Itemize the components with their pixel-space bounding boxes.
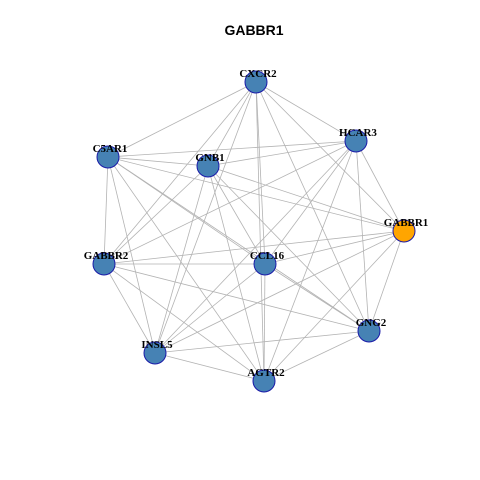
edge-cxcr2-c5ar1 bbox=[107, 81, 257, 158]
edge-hcar3-gabbr1 bbox=[355, 140, 405, 232]
edge-cxcr2-ccl16 bbox=[255, 81, 266, 265]
node-hcar3[interactable] bbox=[344, 129, 368, 153]
edge-hcar3-agtr2 bbox=[263, 140, 357, 382]
edge-gnb1-insl5 bbox=[154, 165, 209, 354]
edge-cxcr2-gng2 bbox=[255, 81, 370, 332]
node-label-gng2: GNG2 bbox=[356, 317, 387, 329]
node-layer bbox=[92, 70, 416, 393]
edge-cxcr2-hcar3 bbox=[255, 81, 357, 142]
edge-cxcr2-agtr2 bbox=[255, 81, 265, 382]
edge-gnb1-gabbr1 bbox=[207, 165, 405, 232]
edge-hcar3-gng2 bbox=[355, 140, 370, 332]
node-gnb1[interactable] bbox=[196, 154, 220, 178]
node-label-cxcr2: CXCR2 bbox=[239, 68, 277, 80]
edge-ccl16-gng2 bbox=[264, 263, 370, 332]
edge-ccl16-agtr2 bbox=[263, 263, 266, 382]
edge-c5ar1-gng2 bbox=[107, 156, 370, 332]
edge-gnb1-gng2 bbox=[207, 165, 370, 332]
chart-title: GABBR1 bbox=[224, 22, 283, 38]
edge-layer bbox=[103, 81, 405, 382]
node-gng2[interactable] bbox=[357, 319, 381, 343]
edge-c5ar1-insl5 bbox=[107, 156, 156, 354]
node-insl5[interactable] bbox=[143, 341, 167, 365]
node-label-gnb1: GNB1 bbox=[195, 152, 224, 164]
edge-gnb1-gabbr2 bbox=[103, 165, 209, 265]
node-gabbr1[interactable] bbox=[392, 219, 416, 243]
edge-gabbr1-gabbr2 bbox=[103, 230, 405, 265]
node-agtr2[interactable] bbox=[252, 369, 276, 393]
edge-hcar3-gnb1 bbox=[207, 140, 357, 167]
edge-hcar3-ccl16 bbox=[264, 140, 357, 265]
edge-cxcr2-gabbr2 bbox=[103, 81, 257, 265]
edge-hcar3-c5ar1 bbox=[107, 140, 357, 158]
node-label-gabbr1: GABBR1 bbox=[384, 217, 429, 229]
edge-cxcr2-gnb1 bbox=[207, 81, 257, 167]
edge-gabbr1-agtr2 bbox=[263, 230, 405, 382]
edge-gabbr2-insl5 bbox=[103, 263, 156, 354]
edge-cxcr2-gabbr1 bbox=[255, 81, 405, 232]
node-label-agtr2: AGTR2 bbox=[247, 367, 285, 379]
node-label-gabbr2: GABBR2 bbox=[84, 250, 129, 262]
edge-gnb1-agtr2 bbox=[207, 165, 265, 382]
edge-gng2-agtr2 bbox=[263, 330, 370, 382]
node-label-hcar3: HCAR3 bbox=[339, 127, 377, 139]
edge-gabbr2-gng2 bbox=[103, 263, 370, 332]
edge-gabbr1-gng2 bbox=[368, 230, 405, 332]
node-ccl16[interactable] bbox=[253, 252, 277, 276]
edge-c5ar1-gabbr2 bbox=[103, 156, 109, 265]
node-label-insl5: INSL5 bbox=[141, 339, 173, 351]
edge-cxcr2-insl5 bbox=[154, 81, 257, 354]
edge-gabbr1-insl5 bbox=[154, 230, 405, 354]
edge-c5ar1-agtr2 bbox=[107, 156, 265, 382]
edge-c5ar1-gabbr1 bbox=[107, 156, 405, 232]
node-c5ar1[interactable] bbox=[96, 145, 120, 169]
edge-gabbr1-ccl16 bbox=[264, 230, 405, 265]
edge-ccl16-insl5 bbox=[154, 263, 266, 354]
edge-insl5-agtr2 bbox=[154, 352, 265, 382]
edge-gng2-insl5 bbox=[154, 330, 370, 354]
edge-c5ar1-gnb1 bbox=[107, 156, 209, 167]
edge-hcar3-gabbr2 bbox=[103, 140, 357, 265]
node-gabbr2[interactable] bbox=[92, 252, 116, 276]
node-label-c5ar1: C5AR1 bbox=[93, 143, 128, 155]
node-cxcr2[interactable] bbox=[244, 70, 268, 94]
edge-gabbr2-agtr2 bbox=[103, 263, 265, 382]
node-label-ccl16: CCL16 bbox=[250, 250, 285, 262]
